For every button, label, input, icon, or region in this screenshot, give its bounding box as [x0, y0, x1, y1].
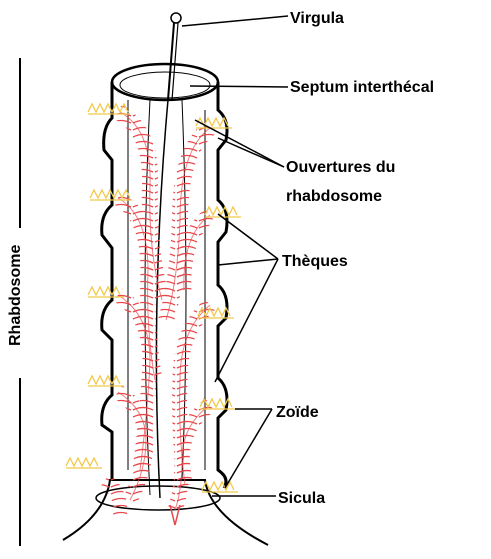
- leader-theques-2: [218, 259, 278, 265]
- label-zoide: Zoïde: [276, 404, 319, 421]
- leader-virgula: [182, 16, 288, 26]
- label-sicula: Sicula: [278, 490, 325, 507]
- leader-theques-1: [218, 214, 278, 259]
- label-septum-interthecal: Septum interthécal: [290, 79, 434, 96]
- label-ouvertures-line2: rhabdosome: [286, 188, 382, 205]
- label-rhabdosome: Rhabdosome: [6, 246, 26, 346]
- leader-zoide-2: [225, 409, 272, 488]
- leader-septum: [190, 86, 288, 87]
- sicula-base: [63, 480, 268, 545]
- label-theques: Thèques: [282, 253, 348, 270]
- leader-ouvertures-1: [195, 120, 284, 167]
- label-virgula: Virgula: [290, 10, 344, 27]
- label-ouvertures-line1: Ouvertures du: [286, 159, 395, 176]
- leader-ouvertures-2: [218, 138, 284, 167]
